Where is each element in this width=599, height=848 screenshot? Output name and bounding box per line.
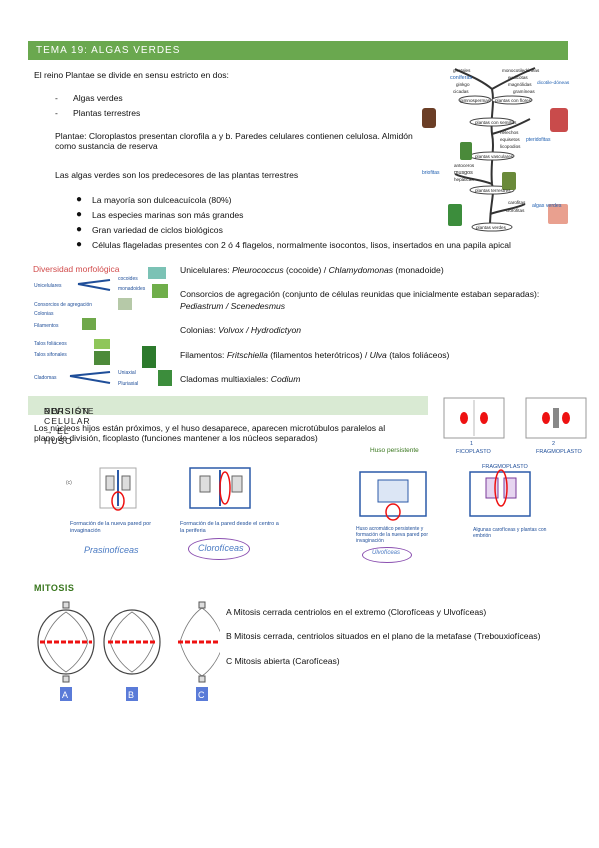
tree-label: carofitas [508,200,526,205]
tree-label: briofitas [422,170,440,176]
tree-label: plantas verdes [476,225,507,230]
cell-division-diagrams: (c) [66,467,531,521]
alga-photo [152,284,168,298]
morpho-label: Pluriaxial [118,381,138,387]
alga-photo [142,346,156,368]
division-header-bar: DIVISIÓN CELULAR → EL HUSO NO PERSISTE [28,396,428,446]
group-prasinoficeas: Prasinofíceas [84,545,139,555]
morph-consorcios: Consorcios de agregación (conjunto de cé… [180,289,540,299]
morpho-label: Consorcios de agregación [34,302,92,308]
alga-photo [148,267,166,279]
plant-photo [460,142,472,160]
caption-3: Huso acromático persistente y formación … [356,526,428,544]
caption-2: Formación de la pared desde el centro a … [180,521,279,534]
alga-photo [158,370,172,386]
phylogeny-tree-figure: gnetales coníferas ginkgo cicadas monoco… [422,67,570,232]
mitosis-item-c: C Mitosis abierta (Carofíceas) [226,656,340,666]
tree-label: plantas vasculares [475,154,514,159]
tree-label: coníferas [450,75,472,81]
predecessors-line: Las algas verdes son los predecesores de… [55,170,299,180]
tree-label: clorofitas [506,208,525,213]
tree-label: plantas con flores [495,98,532,103]
tree-label: licopodios [500,144,521,149]
tree-label: algas verdes [532,203,562,209]
tree-label: gimnospermas [460,98,491,103]
group-ulvoficeas: Ulvofíceas [372,550,401,556]
morph-colonias: Colonias: Volvox / Hydrodictyon [180,325,302,335]
tree-label: gnetales [453,68,471,73]
tree-label: antoceros [454,163,475,168]
plant-photo [448,204,462,226]
morpho-label: Colonias [34,311,54,317]
mitosis-panel-label: C [198,690,205,700]
mitosis-diagrams: A B C [37,601,220,701]
morpho-label: Unicelulares [34,283,62,289]
tree-label: pteridofitas [526,137,551,143]
tree-label: ginkgo [456,82,470,87]
mitosis-panel-label: B [128,690,134,700]
morpho-label: Uniaxial [118,370,136,376]
plant-photo [550,108,568,132]
caption-1: Formación de la nueva pared por invagina… [70,521,152,534]
morphological-diversity-figure: Diversidad morfológica Unicelulares coco… [33,264,172,387]
mitosis-item-b: B Mitosis cerrada, centriolos situados e… [226,631,541,641]
tree-label: eudicotas [508,75,528,80]
panel-label: (c) [66,480,72,486]
section-header-bar: TEMA 19: ALGAS VERDES [28,41,568,60]
alga-photo [94,339,110,349]
tree-label: dicotile-dóneas [537,80,570,86]
plant-photo [422,108,436,128]
division-text: Los núcleos hijos están próximos, y el h… [34,423,386,444]
huso-persistente-label: Huso persistente [370,447,419,454]
morph-unicelulares: Unicelulares: Pleurococcus (cocoide) / C… [180,265,444,275]
tree-label: magnólidas [508,82,532,87]
alga-photo [118,298,132,310]
group-oval [362,547,412,563]
tree-label: plantas con semillas [475,120,517,125]
morpho-label: Cladomas [34,375,57,381]
morpho-label: Talos sifonales [34,352,67,358]
tree-label: cicadas [453,89,469,94]
fico-num: 1 [470,441,473,447]
plantae-description: Plantae: Cloroplastos presentan clorofil… [55,131,413,152]
page-title: TEMA 19: ALGAS VERDES [36,45,181,56]
morpho-label: monadoides [118,286,146,292]
morph-consorcios-examples: Pediastrum / Scenedesmus [180,301,286,311]
morpho-title: Diversidad morfológica [33,264,120,274]
morpho-label: Filamentos [34,323,59,329]
caption-4: Algunas carofíceas y plantas con embrión [473,527,547,539]
group-oval [188,538,250,560]
fico-label: FICOPLASTO [456,449,491,455]
mitosis-title: MITOSIS [34,583,75,593]
morpho-label: cocoides [118,276,138,282]
group-cloroficeas: Clorofíceas [198,543,244,553]
fico-num: 2 [552,441,555,447]
alga-photo [94,351,110,365]
tree-label: musgos [454,170,473,176]
tree-label: monocotiledóneas [502,68,540,73]
tree-label: plantas terrestres [475,188,511,193]
plant-photo [502,172,516,190]
ficoplasto-diagram: 1 2 FICOPLASTO FRAGMOPLASTO [443,397,587,455]
morph-filamentos: Filamentos: Fritschiella (filamentos het… [180,350,450,360]
alga-photo [82,318,96,330]
mitosis-panel-label: A [62,690,68,700]
fico-label: FRAGMOPLASTO [536,449,582,455]
plant-photo [548,204,568,224]
intro-line: El reino Plantae se divide en sensu estr… [34,70,229,80]
tree-label: helechos [500,130,519,135]
morph-cladomas: Cladomas multiaxiales: Codium [180,374,301,384]
tree-label: equisetos [500,137,520,142]
tree-label: gramíneas [513,89,535,94]
mitosis-item-a: A Mitosis cerrada centriolos en el extre… [226,607,487,617]
fragmoplasto-label: FRAGMOPLASTO [482,464,528,470]
tree-label: hepáticas [454,177,474,182]
morpho-label: Talos foliáceos [34,341,67,347]
